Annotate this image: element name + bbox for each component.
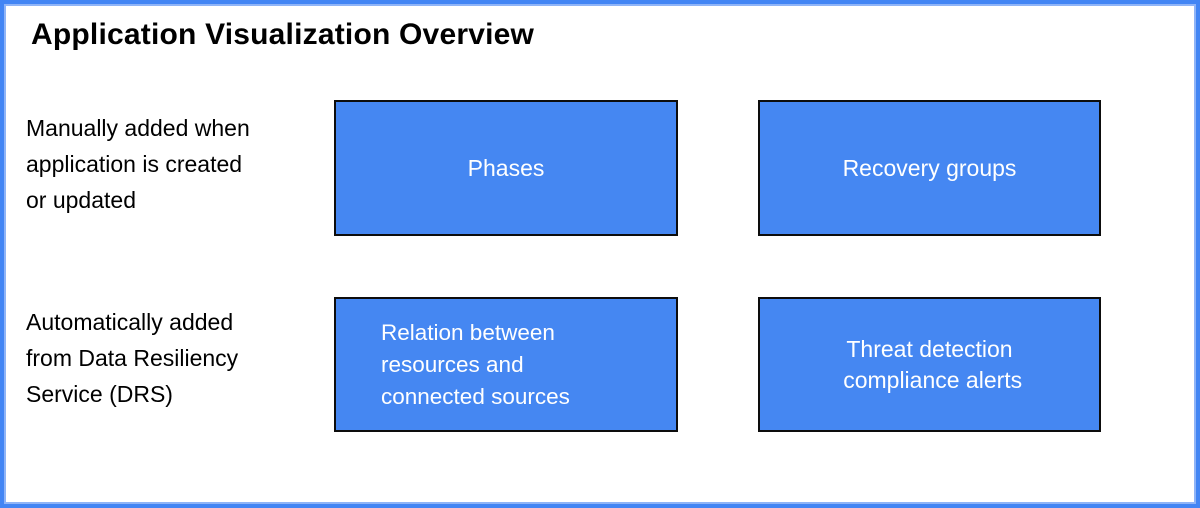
box-recovery-groups: Recovery groups xyxy=(758,100,1101,236)
box-threat-detection-compliance-alerts-label: Threat detection compliance alerts xyxy=(843,335,1023,393)
box-threat-detection-compliance-alerts: Threat detection compliance alerts xyxy=(758,297,1101,432)
diagram-title: Application Visualization Overview xyxy=(31,18,535,51)
box-relation-between-resources-label: Relation between resources and connected… xyxy=(381,319,570,409)
box-recovery-groups-label: Recovery groups xyxy=(842,154,1017,181)
row-label-manually-added: Manually added when application is creat… xyxy=(26,115,250,213)
row-label-automatically-added: Automatically added from Data Resiliency… xyxy=(26,309,239,407)
box-phases: Phases xyxy=(334,100,678,236)
box-phases-label: Phases xyxy=(467,154,545,181)
box-relation-between-resources: Relation between resources and connected… xyxy=(334,297,678,432)
